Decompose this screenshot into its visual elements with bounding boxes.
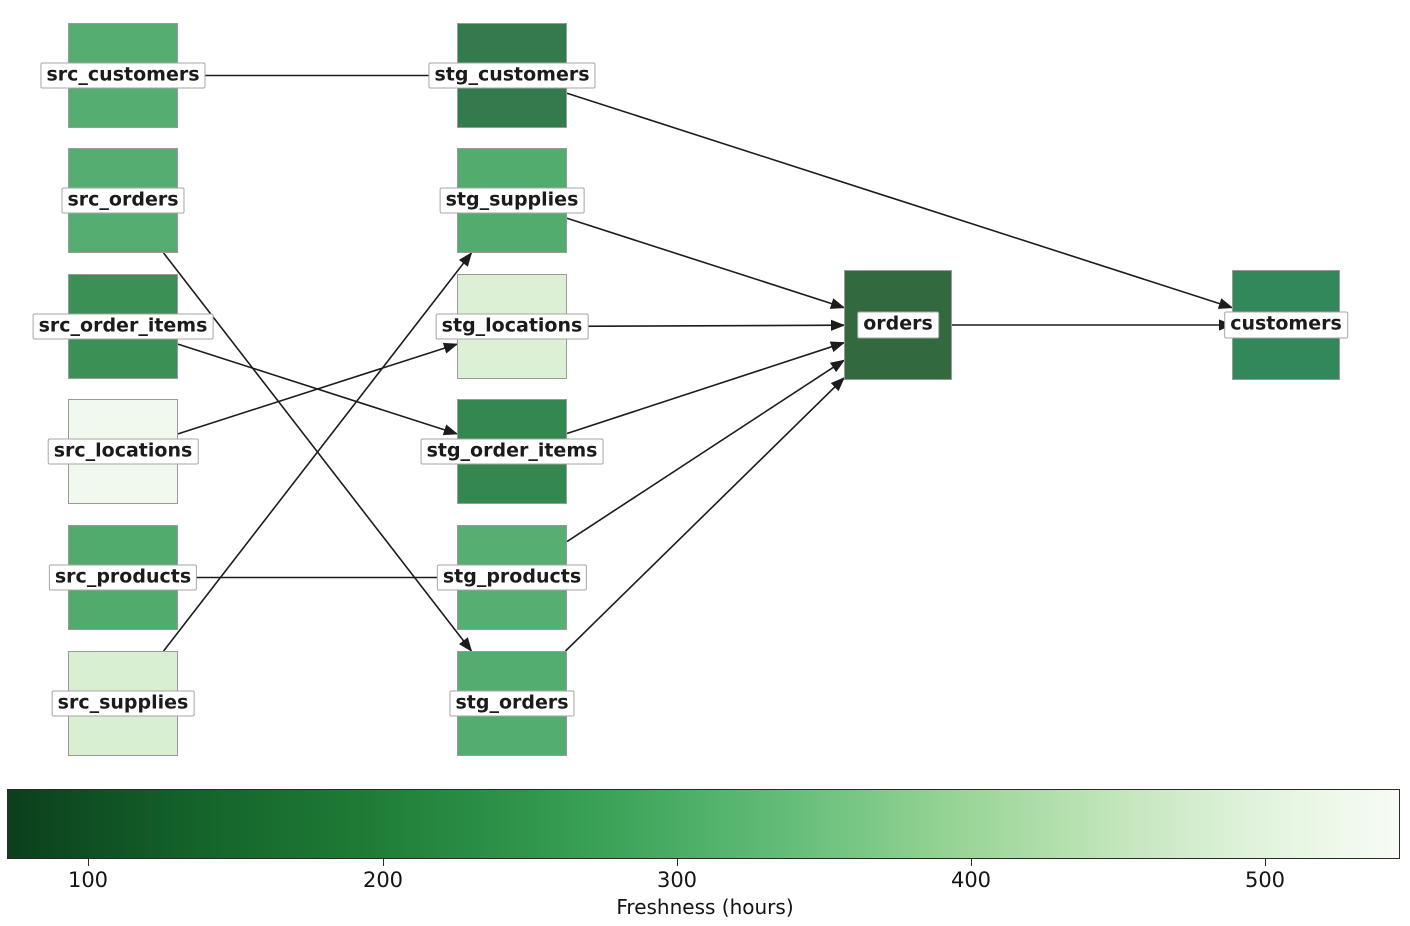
colorbar-tick-label-500: 500 [1244, 868, 1286, 892]
colorbar-tick-label-200: 200 [362, 868, 404, 892]
colorbar-tick-100 [88, 859, 89, 866]
edge-src_locations-to-stg_locations [177, 342, 459, 435]
colorbar-tick-300 [677, 859, 678, 866]
colorbar-tick-label-100: 100 [67, 868, 109, 892]
colorbar: 100 200 300 400 500 [7, 789, 1400, 892]
edge-stg_products-to-orders [566, 359, 846, 543]
node-label-src_products[interactable]: src_products [48, 564, 198, 591]
colorbar-tick-400 [971, 859, 972, 866]
colorbar-tick-500 [1265, 859, 1266, 866]
node-label-stg_customers[interactable]: stg_customers [428, 62, 596, 89]
edge-stg_order_items-to-orders [566, 341, 846, 435]
node-label-src_supplies[interactable]: src_supplies [51, 690, 195, 717]
colorbar-tick-200 [383, 859, 384, 866]
node-label-stg_locations[interactable]: stg_locations [435, 313, 589, 340]
colorbar-tick-label-400: 400 [950, 868, 992, 892]
node-label-src_locations[interactable]: src_locations [47, 438, 199, 465]
node-label-stg_products[interactable]: stg_products [436, 564, 588, 591]
edge-stg_locations-to-orders [566, 319, 846, 331]
edge-stg_orders-to-orders [564, 377, 845, 652]
node-label-src_customers[interactable]: src_customers [40, 62, 206, 89]
edge-stg_customers-to-customers [566, 92, 1234, 309]
node-label-src_orders[interactable]: src_orders [61, 187, 185, 214]
node-label-stg_order_items[interactable]: stg_order_items [420, 438, 604, 465]
edge-group [162, 74, 1234, 653]
node-label-stg_supplies[interactable]: stg_supplies [439, 187, 585, 214]
colorbar-gradient [7, 789, 1400, 859]
colorbar-tick-label-300: 300 [656, 868, 698, 892]
node-label-customers[interactable]: customers [1224, 311, 1348, 339]
edge-src_supplies-to-stg_supplies [162, 251, 473, 652]
node-label-stg_orders[interactable]: stg_orders [449, 690, 575, 717]
colorbar-title: Freshness (hours) [616, 895, 794, 919]
edge-stg_supplies-to-orders [566, 217, 846, 309]
node-label-orders[interactable]: orders [857, 311, 939, 339]
node-label-src_order_items[interactable]: src_order_items [32, 313, 214, 340]
